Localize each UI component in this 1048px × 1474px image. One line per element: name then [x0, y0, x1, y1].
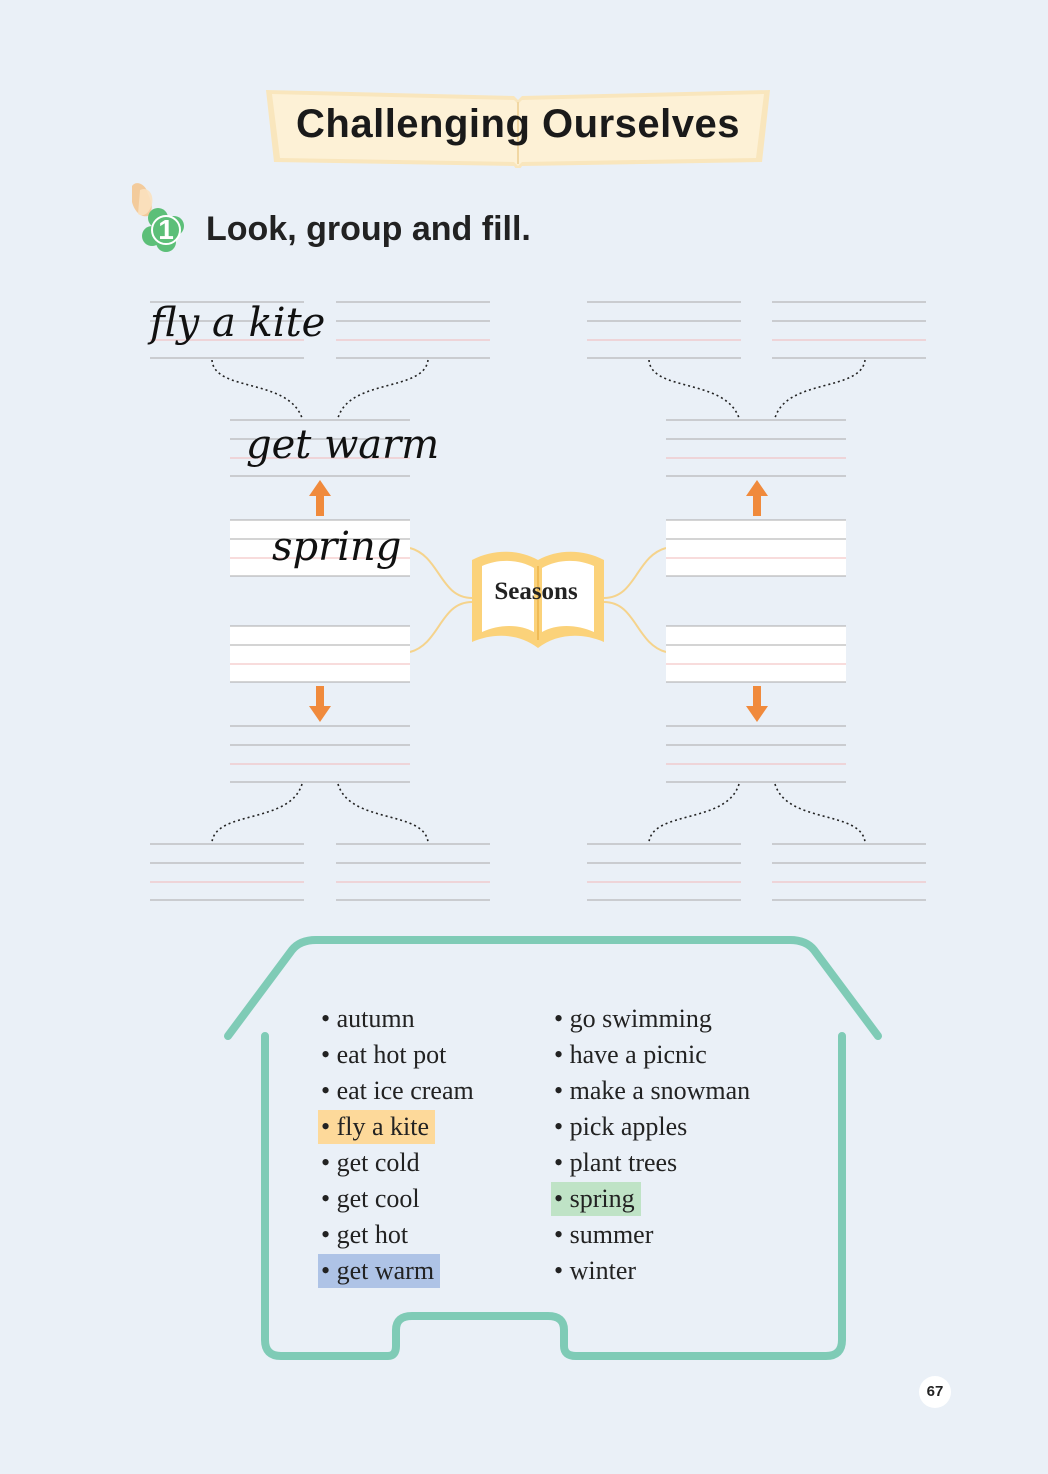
writing-slot [150, 843, 304, 901]
open-book-icon [472, 551, 604, 648]
word-bank-item: • autumn [318, 1002, 480, 1038]
writing-slot [587, 843, 741, 901]
page-number: 67 [919, 1376, 951, 1408]
word-bank-item: • pick apples [551, 1110, 756, 1146]
writing-slot [666, 625, 846, 683]
writing-slot [666, 419, 846, 477]
word-bank-item: • plant trees [551, 1146, 756, 1182]
word-bank-item-text: • winter [554, 1256, 637, 1285]
mindmap-connectors [409, 547, 667, 653]
butterfly-number-badge-icon [132, 183, 184, 252]
word-bank-item-text: • plant trees [554, 1148, 678, 1177]
word-bank-item-text: • eat hot pot [321, 1040, 447, 1069]
task-number: 1 [158, 214, 174, 245]
example-season-text: spring [272, 524, 402, 570]
writing-slot [336, 301, 490, 359]
writing-slot [230, 419, 410, 477]
word-bank-item: • winter [551, 1254, 756, 1290]
word-bank-item: • spring [551, 1182, 756, 1218]
seasons-center-label: Seasons [494, 578, 578, 605]
word-bank-item: • get cool [318, 1182, 480, 1218]
word-bank-item-text: • get cool [321, 1184, 420, 1213]
word-bank-item-text: • fly a kite [318, 1110, 436, 1144]
orange-arrows [309, 480, 768, 722]
word-bank-item: • go swimming [551, 1002, 756, 1038]
word-bank-item: • make a snowman [551, 1074, 756, 1110]
example-feeling-text: get warm [246, 422, 440, 468]
word-bank-left-column: • autumn • eat hot pot • eat ice cream • fl… [318, 1002, 480, 1290]
example-activity-text: fly a kite [150, 300, 326, 346]
dotted-branches [211, 359, 866, 843]
writing-slot [666, 519, 846, 577]
word-bank-item: • get hot [318, 1218, 480, 1254]
word-bank-item-text: • autumn [321, 1004, 415, 1033]
word-bank-item: • get cold [318, 1146, 480, 1182]
writing-slot [230, 625, 410, 683]
word-bank-right-column: • go swimming • have a picnic • make a sno… [551, 1002, 756, 1290]
title-banner [266, 90, 770, 168]
word-bank-item-text: • get warm [318, 1254, 441, 1288]
word-bank-item-text: • make a snowman [554, 1076, 751, 1105]
writing-slot [230, 519, 410, 577]
word-bank-item-text: • go swimming [554, 1004, 712, 1033]
task-instruction: Look, group and fill. [206, 210, 531, 248]
seasons-mind-map [150, 301, 926, 901]
word-bank-item-text: • have a picnic [554, 1040, 707, 1069]
writing-lines [150, 301, 926, 901]
writing-slot [772, 301, 926, 359]
word-bank-item-text: • get cold [321, 1148, 420, 1177]
word-bank-item-text: • get hot [321, 1220, 409, 1249]
writing-slot [336, 843, 490, 901]
word-bank-item-text: • eat ice cream [321, 1076, 474, 1105]
word-bank-item-text: • spring [551, 1182, 641, 1216]
word-bank-item: • eat hot pot [318, 1038, 480, 1074]
word-bank-item: • eat ice cream [318, 1074, 480, 1110]
page-title: Challenging Ourselves [296, 102, 740, 146]
writing-slot [150, 301, 304, 359]
writing-slot [772, 843, 926, 901]
word-bank-item: • get warm [318, 1254, 480, 1290]
word-bank-item: • fly a kite [318, 1110, 480, 1146]
word-bank-item: • have a picnic [551, 1038, 756, 1074]
word-bank-item: • summer [551, 1218, 756, 1254]
writing-slot [666, 725, 846, 783]
writing-slot [587, 301, 741, 359]
word-bank-item-text: • pick apples [554, 1112, 688, 1141]
word-bank-item-text: • summer [554, 1220, 654, 1249]
writing-slot [230, 725, 410, 783]
